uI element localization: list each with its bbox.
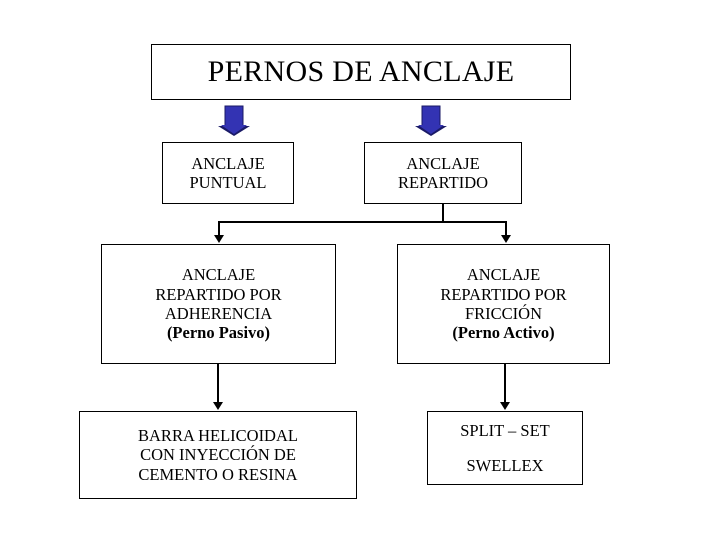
node-split-set-swellex: SPLIT – SET SWELLEX (427, 411, 583, 485)
arrowhead-to-adherencia (214, 235, 224, 243)
node-adherencia-line-4: (Perno Pasivo) (166, 323, 271, 343)
node-adherencia-line-2: REPARTIDO POR (155, 284, 282, 304)
node-barra-helicoidal: BARRA HELICOIDAL CON INYECCIÓN DE CEMENT… (79, 411, 357, 499)
connector-adherencia-to-barra (217, 364, 219, 404)
arrowhead-to-split (500, 402, 510, 410)
down-block-arrow-icon-right (409, 105, 453, 137)
node-anclaje-puntual-line-1: ANCLAJE (191, 153, 265, 173)
down-block-arrow-icon-left (212, 105, 256, 137)
node-anclaje-repartido-friccion: ANCLAJE REPARTIDO POR FRICCIÓN (Perno Ac… (397, 244, 610, 364)
connector-repartido-branch-left (218, 221, 220, 237)
node-anclaje-puntual-line-2: PUNTUAL (189, 173, 267, 192)
node-split-line-1: SPLIT – SET (460, 420, 550, 440)
connector-repartido-stem (442, 204, 444, 223)
node-anclaje-repartido-line-1: ANCLAJE (406, 153, 480, 173)
node-anclaje-puntual: ANCLAJE PUNTUAL (162, 142, 294, 204)
node-anclaje-repartido-line-2: REPARTIDO (397, 173, 489, 192)
connector-repartido-bus (218, 221, 507, 223)
node-friccion-line-4: (Perno Activo) (452, 323, 555, 343)
node-anclaje-repartido-adherencia: ANCLAJE REPARTIDO POR ADHERENCIA (Perno … (101, 244, 336, 364)
node-adherencia-line-3: ADHERENCIA (164, 304, 273, 323)
connector-friccion-to-split (504, 364, 506, 404)
connector-repartido-branch-right (505, 221, 507, 237)
node-adherencia-line-1: ANCLAJE (181, 265, 256, 285)
node-barra-line-2: CON INYECCIÓN DE (140, 445, 296, 465)
node-split-line-2: SWELLEX (466, 455, 544, 475)
arrowhead-to-barra (213, 402, 223, 410)
node-barra-line-3: CEMENTO O RESINA (138, 464, 298, 484)
node-friccion-line-3: FRICCIÓN (464, 304, 542, 323)
node-anclaje-repartido: ANCLAJE REPARTIDO (364, 142, 522, 204)
node-friccion-line-2: REPARTIDO POR (440, 284, 567, 304)
node-friccion-line-1: ANCLAJE (466, 265, 541, 285)
node-barra-line-1: BARRA HELICOIDAL (138, 426, 298, 446)
diagram-title-box: PERNOS DE ANCLAJE (151, 44, 571, 100)
arrowhead-to-friccion (501, 235, 511, 243)
diagram-title-text: PERNOS DE ANCLAJE (207, 55, 515, 89)
